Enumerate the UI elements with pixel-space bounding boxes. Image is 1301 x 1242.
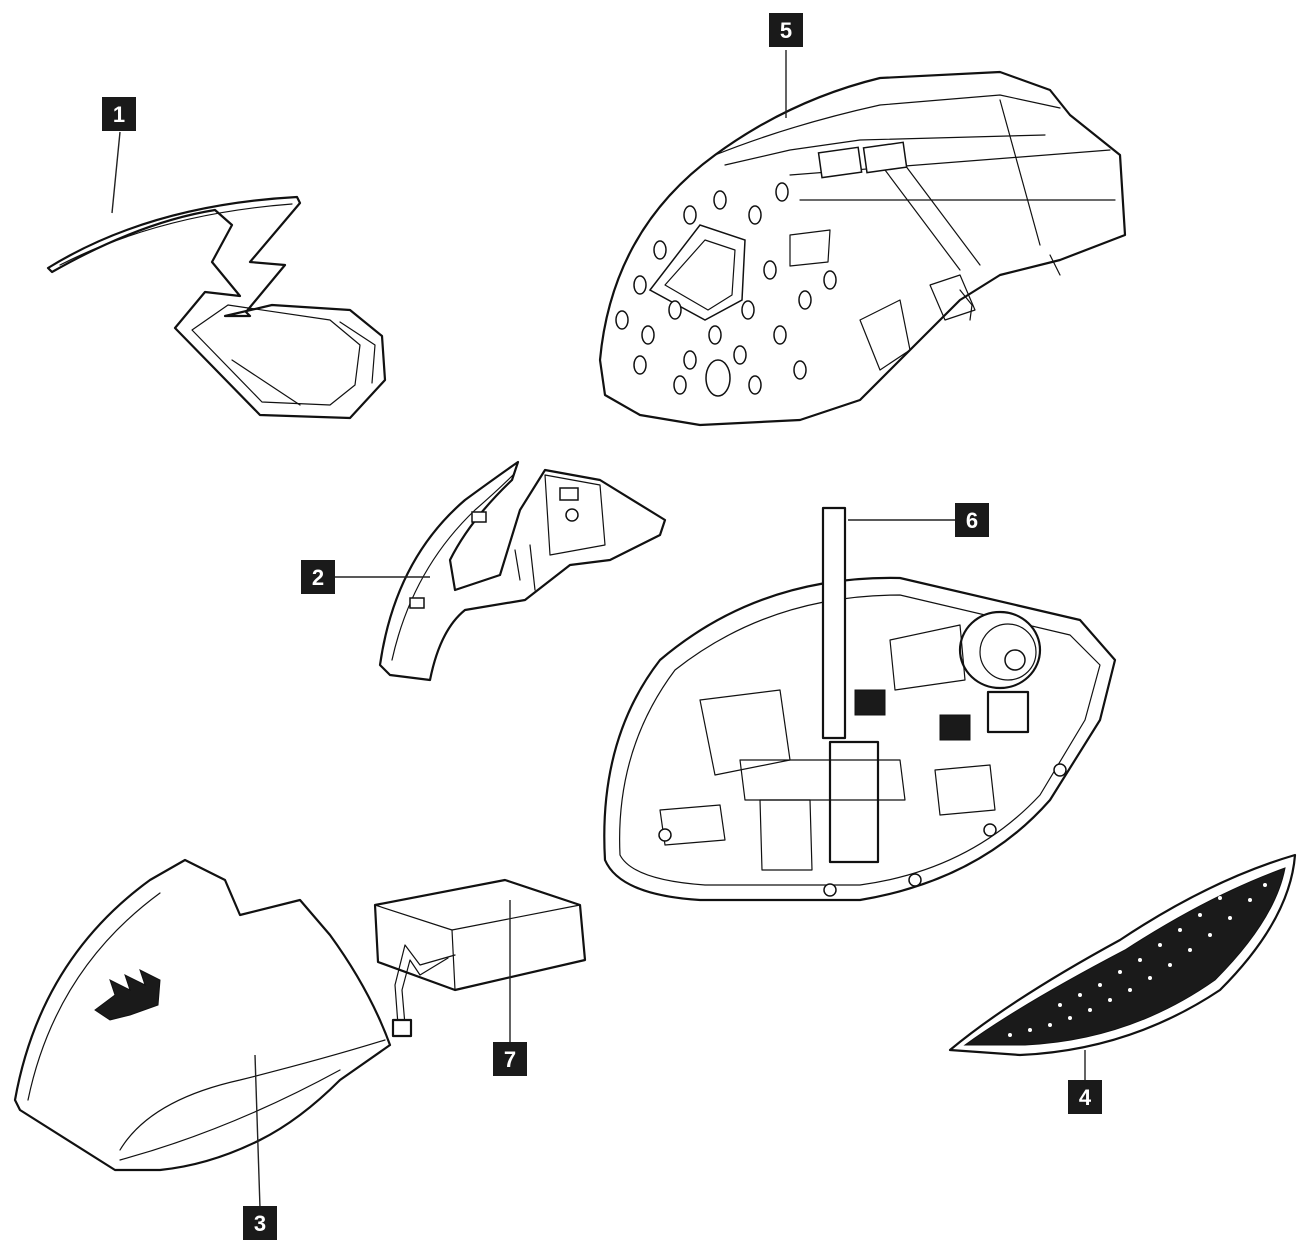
part-3-rear-shell <box>13 858 392 1172</box>
part-4-grip-panel <box>948 853 1297 1057</box>
part-2-side-buttons <box>378 460 667 682</box>
scroll-wheel <box>958 610 1042 690</box>
leader-1 <box>111 131 121 214</box>
callout-4-label: 4 <box>1079 1085 1092 1110</box>
callout-7: 7 <box>493 1042 527 1076</box>
callout-3-label: 3 <box>254 1211 266 1236</box>
part-6-base-internals <box>603 506 1117 902</box>
part-7-battery <box>373 878 587 1038</box>
part-5-top-shell <box>598 70 1127 427</box>
callout-4: 4 <box>1068 1080 1102 1114</box>
callout-6: 6 <box>955 503 989 537</box>
callout-6-label: 6 <box>966 508 978 533</box>
callout-1: 1 <box>102 97 136 131</box>
callout-2: 2 <box>301 560 335 594</box>
callout-3: 3 <box>243 1206 277 1240</box>
grip-texture <box>1008 880 1267 1037</box>
callout-1-label: 1 <box>113 102 125 127</box>
callout-7-label: 7 <box>504 1047 516 1072</box>
shell-vent-holes <box>615 182 837 395</box>
part-1-side-panel <box>46 195 387 420</box>
callout-2-label: 2 <box>312 565 324 590</box>
leader-3 <box>254 1054 261 1209</box>
leader-lines <box>111 50 1086 1209</box>
callout-5: 5 <box>769 13 803 47</box>
callout-5-label: 5 <box>780 18 792 43</box>
